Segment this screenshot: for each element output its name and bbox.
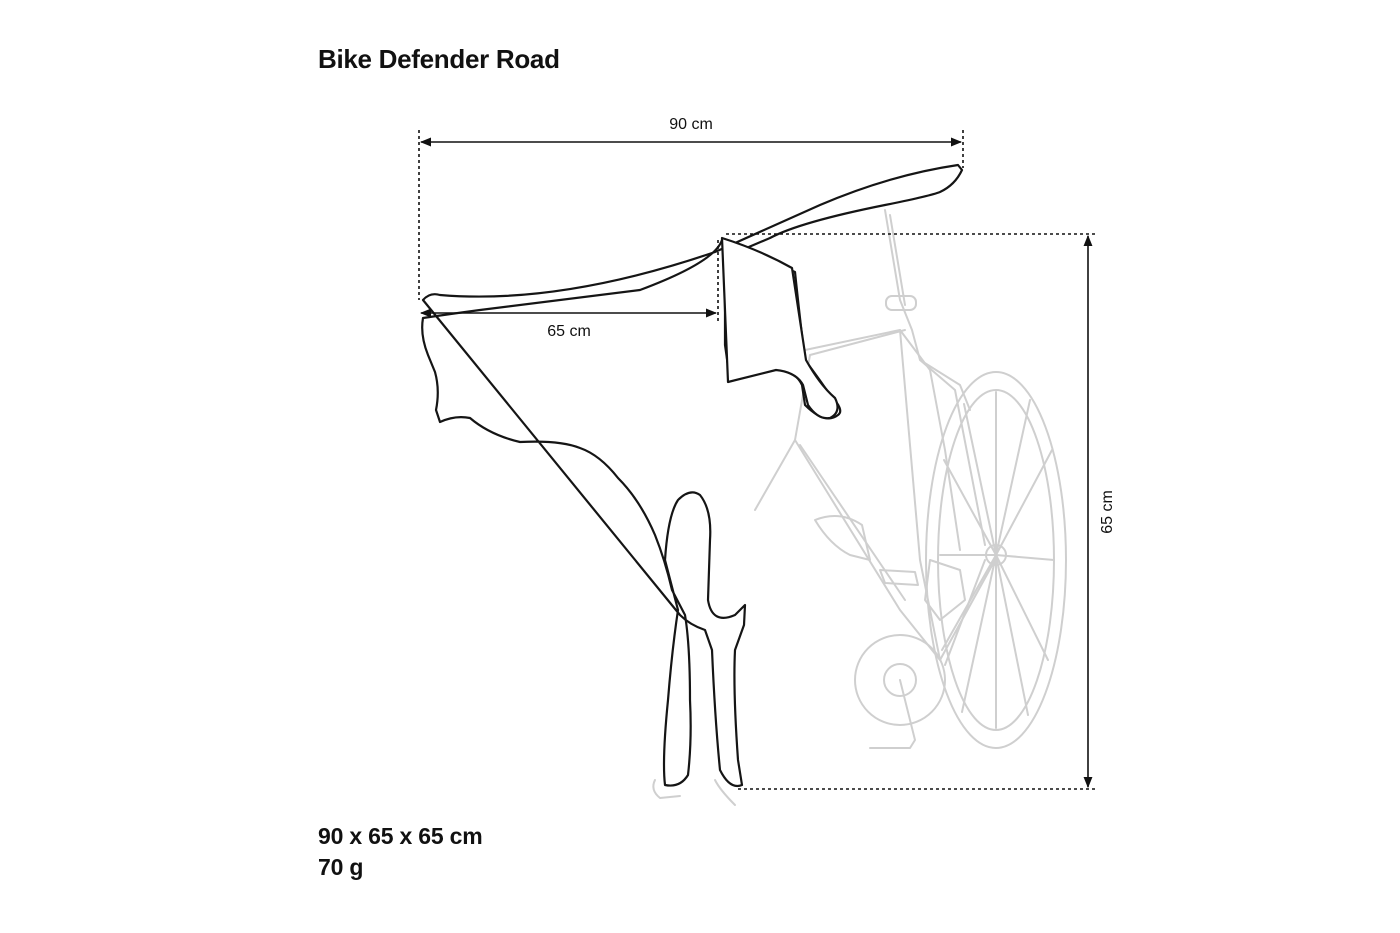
front-fork-ghost — [652, 779, 736, 806]
product-dimensions: 90 x 65 x 65 cm — [318, 823, 483, 849]
bike-frame — [754, 209, 996, 666]
cover-arm-panel — [720, 236, 839, 420]
dimension-top-width: 90 cm — [418, 116, 964, 300]
pedal-front — [814, 515, 871, 561]
bike-defender-cover — [421, 163, 964, 788]
rear-hub — [985, 544, 1007, 566]
crank-arm — [869, 679, 916, 749]
seatpost-clamp — [885, 295, 917, 311]
rear-wheel-spokes — [939, 391, 1055, 729]
derailleur — [924, 559, 966, 621]
chainring — [854, 634, 946, 726]
crank-center — [883, 663, 917, 697]
product-weight: 70 g — [318, 854, 364, 880]
inner-width-label: 65 cm — [547, 323, 591, 340]
top-width-label: 90 cm — [669, 116, 713, 133]
height-label: 65 cm — [1099, 490, 1116, 534]
bicycle-illustration — [652, 209, 1067, 806]
dimension-inner-width: 65 cm — [419, 240, 719, 340]
pedal-rear — [879, 569, 919, 586]
rear-wheel-tire — [925, 371, 1067, 749]
dimension-height: 65 cm — [726, 233, 1116, 790]
product-title: Bike Defender Road — [318, 44, 560, 74]
bike-frame-outline — [799, 214, 961, 601]
